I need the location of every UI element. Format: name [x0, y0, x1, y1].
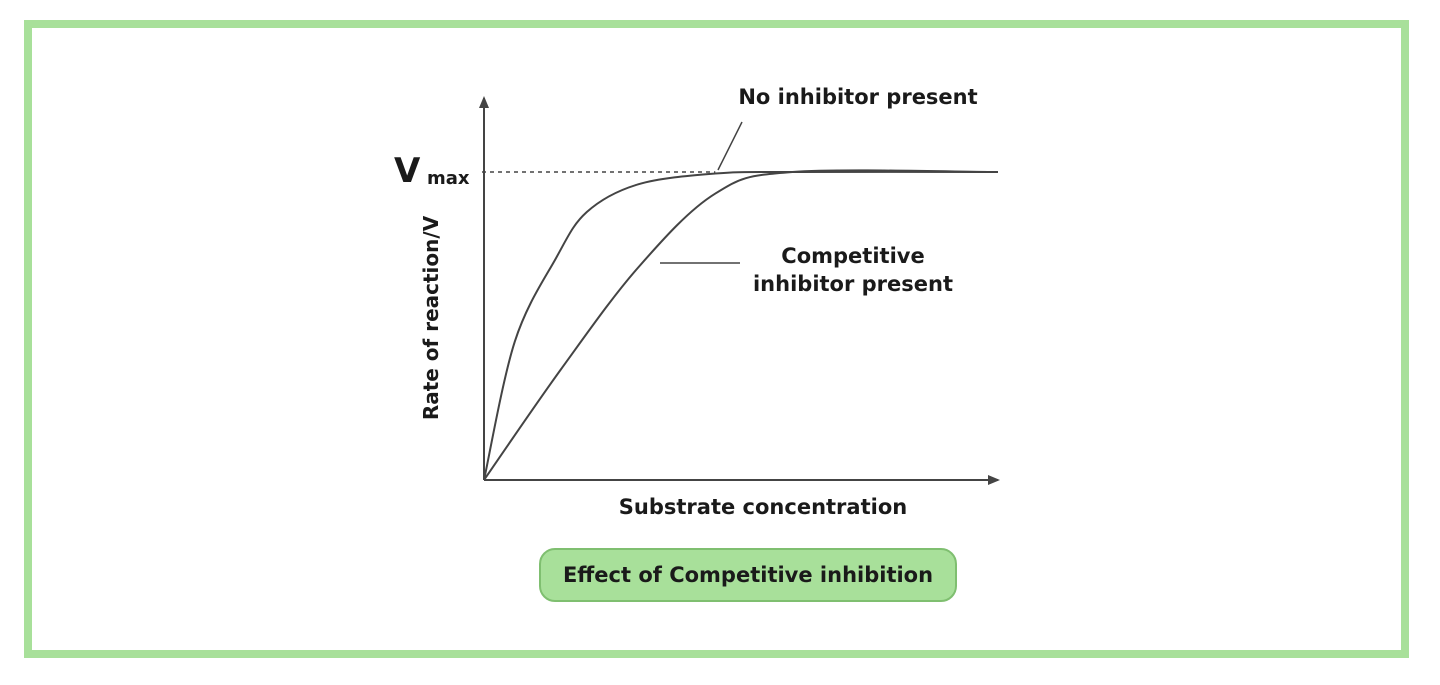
curve-competitive-inhibitor: [483, 169, 999, 481]
x-axis-label: Substrate concentration: [619, 495, 907, 519]
y-axis-label: Rate of reaction/V: [419, 215, 443, 420]
caption-text: Effect of Competitive inhibition: [562, 563, 934, 587]
leader-no-inhibitor: [717, 121, 743, 171]
vmax-label-sub: max: [427, 168, 470, 189]
vmax-label-main: V: [394, 151, 421, 191]
curve-no-inhibitor: [483, 170, 999, 481]
annotation-no-inhibitor: No inhibitor present: [738, 85, 977, 109]
caption-badge: Effect of Competitive inhibition: [539, 548, 957, 602]
annotation-competitive-line2: inhibitor present: [753, 272, 953, 296]
annotation-competitive-line1: Competitive: [781, 244, 924, 268]
